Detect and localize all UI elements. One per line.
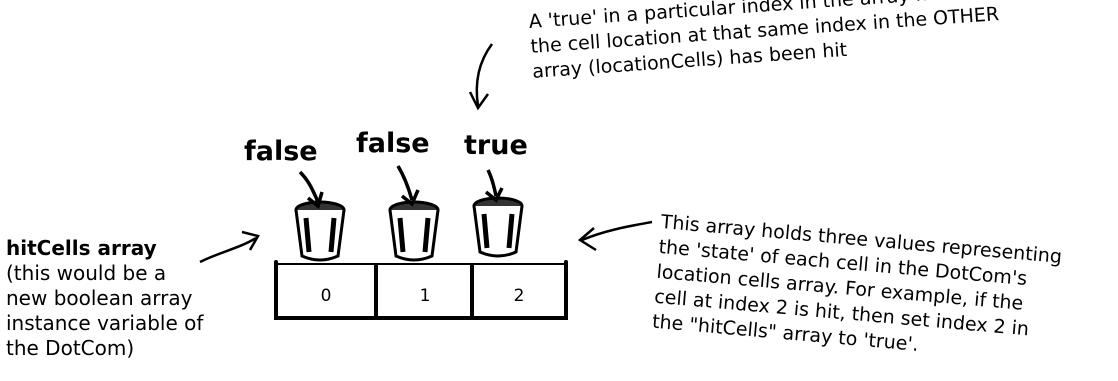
index-label-1: 1 bbox=[419, 286, 431, 306]
left-note-arrow bbox=[199, 236, 257, 264]
value-label-0: false bbox=[244, 136, 318, 167]
left-note-line: instance variable of bbox=[6, 311, 204, 335]
left-note-title: hitCells array bbox=[6, 236, 157, 260]
top-note-arrow bbox=[475, 43, 494, 107]
array-frame bbox=[274, 260, 568, 320]
value-arrows bbox=[298, 165, 504, 210]
left-note: hitCells array (this would be a new bool… bbox=[6, 236, 203, 361]
top-note-arrowhead bbox=[468, 91, 490, 111]
left-note-arrowhead bbox=[241, 230, 260, 251]
value-label-1: false bbox=[356, 128, 430, 159]
cup-0 bbox=[294, 200, 346, 262]
left-note-line: (this would be a bbox=[6, 261, 167, 285]
index-label-0: 0 bbox=[320, 286, 332, 306]
left-note-line: the DotCom) bbox=[6, 336, 135, 360]
right-note-arrowhead bbox=[577, 227, 597, 252]
value-label-2: true bbox=[464, 130, 528, 161]
left-note-line: new boolean array bbox=[6, 286, 193, 310]
cup-1 bbox=[388, 200, 440, 262]
index-label-2: 2 bbox=[513, 286, 525, 306]
cup-2 bbox=[472, 196, 524, 258]
right-note-arrow bbox=[581, 220, 653, 242]
